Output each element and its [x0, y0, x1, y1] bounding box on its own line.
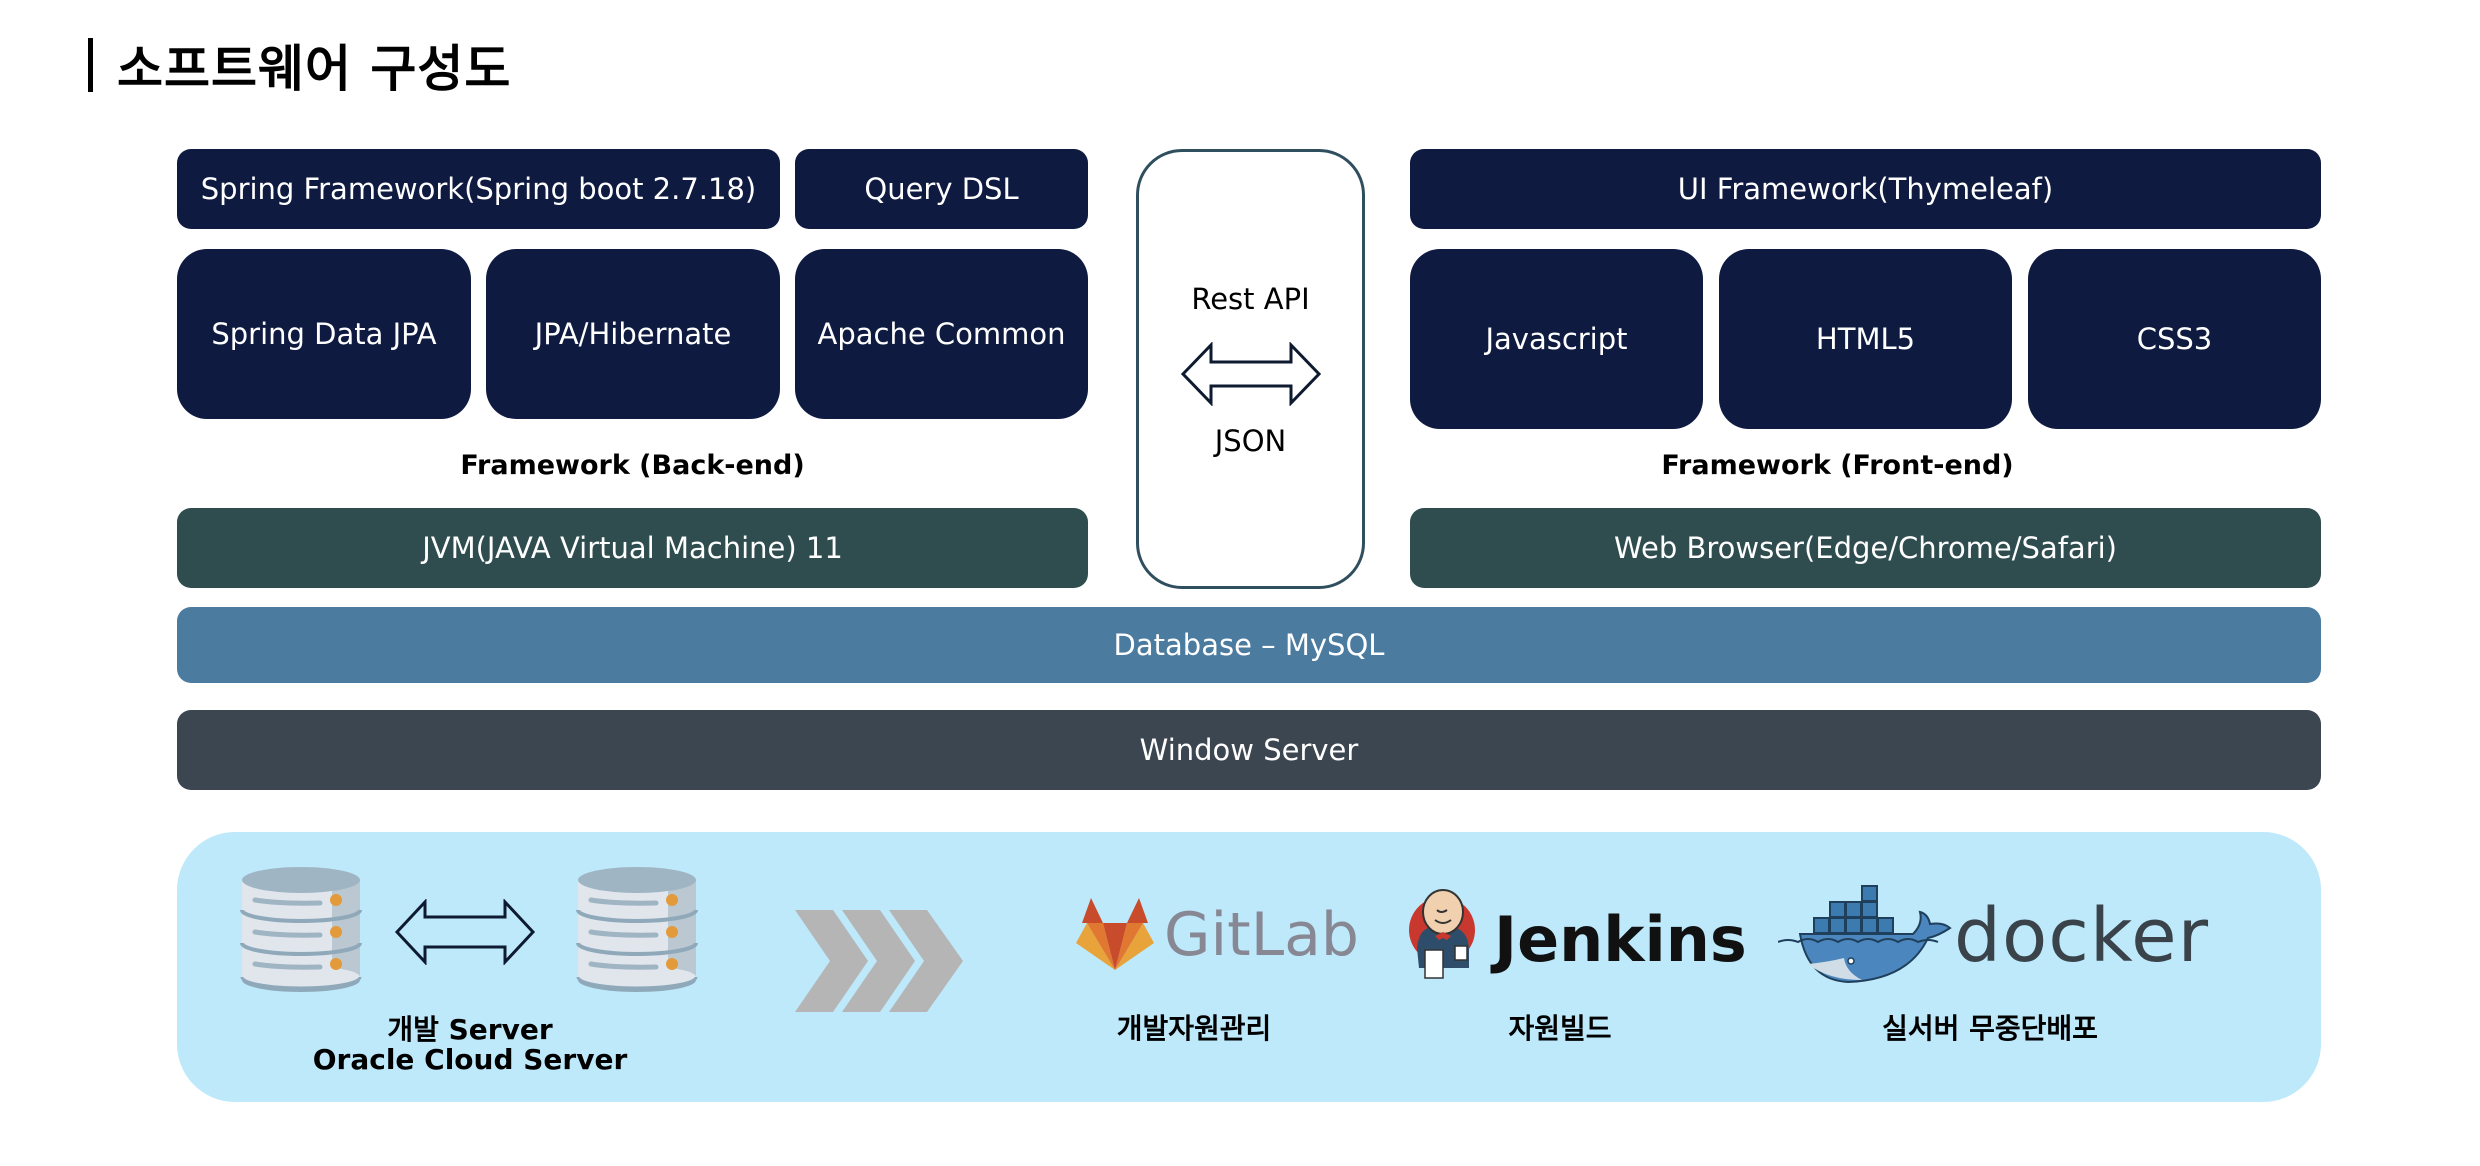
javascript-label: Javascript	[1485, 322, 1628, 356]
query-dsl-label: Query DSL	[864, 172, 1019, 206]
spring-framework-label: Spring Framework(Spring boot 2.7.18)	[200, 172, 757, 206]
gitlab-logo-icon	[1076, 898, 1154, 970]
jenkins-logo-icon	[1409, 889, 1475, 979]
page-title: 소프트웨어 구성도	[82, 30, 511, 100]
sync-double-arrow-icon	[394, 899, 536, 965]
css3-label: CSS3	[2136, 322, 2213, 356]
rest-api-label: Rest API	[1191, 282, 1310, 316]
database-label: Database – MySQL	[1113, 628, 1385, 662]
jvm-label: JVM(JAVA Virtual Machine) 11	[422, 531, 843, 565]
jpa-hibernate-box: JPA/Hibernate	[486, 249, 780, 419]
spring-data-jpa-box: Spring Data JPA	[177, 249, 471, 419]
css3-box: CSS3	[2028, 249, 2321, 429]
ui-framework-label: UI Framework(Thymeleaf)	[1677, 172, 2054, 206]
docker-wordmark: docker	[1954, 893, 2210, 979]
query-dsl-box: Query DSL	[795, 149, 1088, 229]
frontend-framework-label: Framework (Front-end)	[1661, 450, 2014, 481]
docker-logo-icon	[1778, 885, 1952, 984]
database-box: Database – MySQL	[177, 607, 2321, 683]
window-server-label: Window Server	[1139, 733, 1359, 767]
javascript-box: Javascript	[1410, 249, 1703, 429]
rest-api-box: Rest API JSON	[1136, 149, 1365, 589]
html5-label: HTML5	[1815, 322, 1916, 356]
backend-framework-label: Framework (Back-end)	[460, 450, 805, 481]
title-bar-decoration	[88, 38, 93, 92]
apache-common-box: Apache Common	[795, 249, 1088, 419]
web-browser-label: Web Browser(Edge/Chrome/Safari)	[1614, 531, 2117, 565]
gitlab-caption: 개발자원관리	[1116, 1012, 1272, 1045]
docker-caption: 실서버 무중단배포	[1882, 1012, 2098, 1045]
jenkins-caption: 자원빌드	[1508, 1012, 1612, 1045]
jenkins-wordmark: Jenkins	[1494, 903, 1747, 976]
ui-framework-box: UI Framework(Thymeleaf)	[1410, 149, 2321, 229]
page-title-text: 소프트웨어 구성도	[117, 40, 512, 98]
oracle-cloud-server-label: Oracle Cloud Server	[312, 1043, 628, 1076]
window-server-box: Window Server	[177, 710, 2321, 790]
gitlab-wordmark: GitLab	[1164, 900, 1359, 970]
dev-server-label: 개발 Server	[387, 1013, 553, 1046]
spring-data-jpa-label: Spring Data JPA	[211, 317, 437, 351]
web-browser-box: Web Browser(Edge/Chrome/Safari)	[1410, 508, 2321, 588]
chevron-right-icon	[795, 910, 963, 1012]
jpa-hibernate-label: JPA/Hibernate	[534, 317, 732, 351]
html5-box: HTML5	[1719, 249, 2012, 429]
spring-framework-box: Spring Framework(Spring boot 2.7.18)	[177, 149, 780, 229]
jvm-box: JVM(JAVA Virtual Machine) 11	[177, 508, 1088, 588]
apache-common-label: Apache Common	[817, 317, 1066, 351]
double-arrow-icon	[1181, 342, 1321, 406]
json-label: JSON	[1214, 424, 1287, 458]
deployment-panel	[177, 832, 2321, 1102]
database-server-icon	[240, 867, 362, 992]
database-server-icon	[576, 867, 698, 992]
